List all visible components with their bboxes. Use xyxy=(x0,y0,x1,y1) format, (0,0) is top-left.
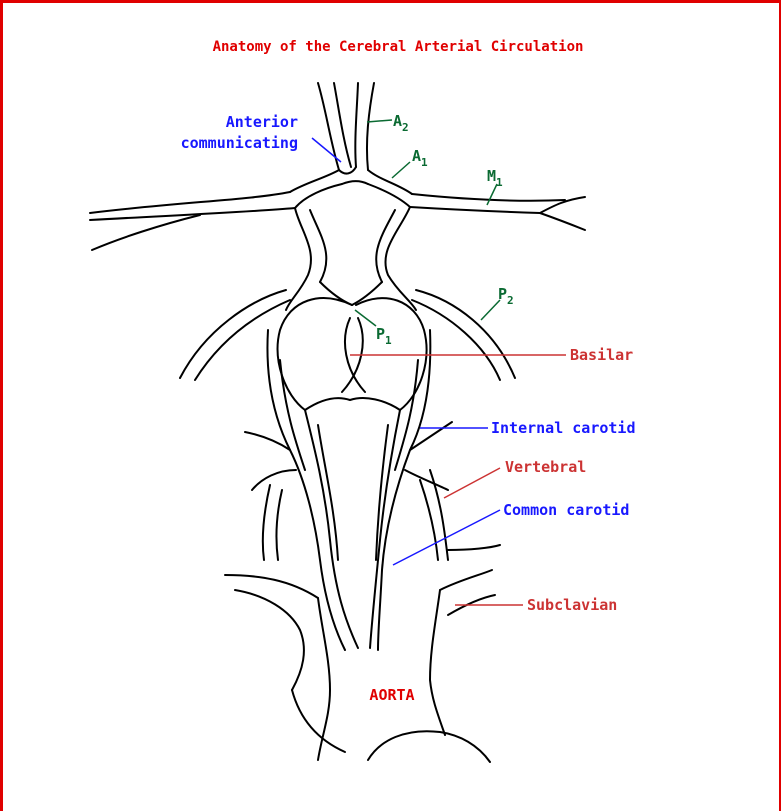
aorta-right-wall xyxy=(430,590,445,735)
internal-carotid-left-siphon-inner xyxy=(310,210,326,282)
anterior-communicating-pointer xyxy=(312,138,341,162)
external-branch-left-2 xyxy=(252,470,296,490)
a1-right-lower xyxy=(368,184,410,207)
anterior-cerebral-artery-right-outer xyxy=(367,83,374,170)
m1-label-letter: M xyxy=(487,167,496,185)
anterior-cerebral-artery-right-inner xyxy=(355,83,358,167)
subclavian-left-lower xyxy=(235,590,304,690)
middle-cerebral-right-upper xyxy=(412,194,565,201)
subclavian-left-upper xyxy=(225,575,318,598)
posterior-cerebral-left-inner xyxy=(195,300,290,380)
a1-label-letter: A xyxy=(412,147,421,165)
anterior-communicating-lower xyxy=(342,181,368,184)
aorta-arch-inner xyxy=(368,731,490,762)
internal-carotid-right-siphon xyxy=(385,207,416,310)
a2-label-subscript: 2 xyxy=(402,121,409,134)
anterior-communicating-label-line1: Anterior xyxy=(226,113,298,131)
a1-pointer xyxy=(392,162,410,178)
common-carotid-label: Common carotid xyxy=(503,501,629,519)
posterior-communicating-right xyxy=(352,282,382,305)
p2-label-subscript: 2 xyxy=(507,294,514,307)
right-vertebral-origin-inner xyxy=(420,480,438,560)
a1-left-upper xyxy=(290,170,339,192)
aorta-label: AORTA xyxy=(369,686,414,704)
p2-pointer xyxy=(481,300,500,320)
aorta-arch-left xyxy=(292,690,345,752)
internal-carotid-left-siphon xyxy=(286,208,311,310)
m1-label: M1 xyxy=(487,167,503,189)
p1-label-subscript: 1 xyxy=(385,334,392,347)
subclavian-right-upper xyxy=(440,570,492,590)
middle-cerebral-right-fork-down xyxy=(540,213,585,230)
a2-label-letter: A xyxy=(393,112,402,130)
posterior-communicating-left xyxy=(320,282,352,305)
basilar-label: Basilar xyxy=(570,346,633,364)
a2-label: A2 xyxy=(393,112,409,134)
diagram-title: Anatomy of the Cerebral Arterial Circula… xyxy=(213,39,584,55)
p1-label-letter: P xyxy=(376,325,385,343)
a1-label: A1 xyxy=(412,147,428,169)
right-vertebral-cross xyxy=(448,545,500,550)
vertebral-pointer xyxy=(444,468,500,498)
vertebral-left-inner xyxy=(318,425,338,560)
anterior-communicating-upper xyxy=(339,167,356,174)
a1-right-upper xyxy=(368,170,412,194)
a1-label-subscript: 1 xyxy=(421,156,428,169)
basilar-right-loop xyxy=(356,298,427,410)
p1-label: P1 xyxy=(376,325,392,347)
external-branch-right-2 xyxy=(405,470,448,490)
p2-label-letter: P xyxy=(498,285,507,303)
left-vertebral-origin-outer xyxy=(263,485,270,560)
subclavian-label: Subclavian xyxy=(527,596,617,614)
middle-cerebral-right-lower xyxy=(410,207,540,213)
internal-carotid-label: Internal carotid xyxy=(491,419,636,437)
posterior-cerebral-left-outer xyxy=(180,290,286,378)
vertebral-junction xyxy=(305,398,400,410)
left-vertebral-origin-inner xyxy=(277,490,282,560)
anterior-communicating-label-line2: communicating xyxy=(181,134,298,152)
common-carotid-pointer xyxy=(393,510,500,565)
internal-carotid-left-trunk-outer xyxy=(267,330,345,650)
basilar-left-loop xyxy=(278,298,352,410)
m1-label-subscript: 1 xyxy=(496,176,503,189)
middle-cerebral-left-branch xyxy=(92,215,200,250)
vertebral-label: Vertebral xyxy=(505,458,586,476)
internal-carotid-right-siphon-inner xyxy=(376,210,395,282)
a2-pointer xyxy=(367,120,392,122)
a1-left-lower xyxy=(295,184,342,208)
annotation-pointers xyxy=(312,120,566,605)
anterior-cerebral-artery-left-inner xyxy=(334,83,351,167)
p2-label: P2 xyxy=(498,285,514,307)
